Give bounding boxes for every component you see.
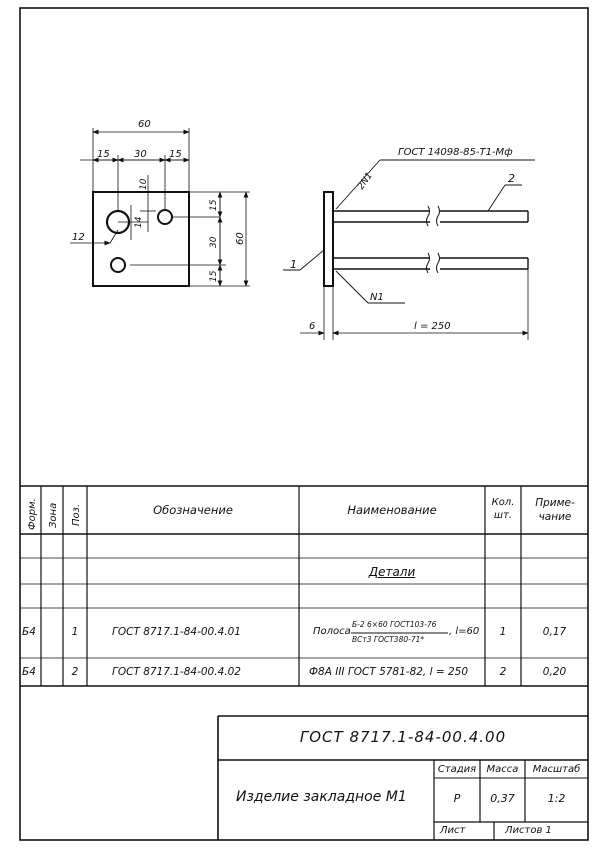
sheet-label: Лист bbox=[440, 825, 466, 836]
scale-value: 1:2 bbox=[547, 792, 566, 805]
dim-60-right: 60 bbox=[235, 232, 246, 245]
plate-dimensions bbox=[70, 128, 250, 287]
dim-length: l = 250 bbox=[414, 321, 451, 332]
document-code: ГОСТ 8717.1-84-00.4.00 bbox=[299, 728, 507, 746]
row1-name-denominator: ВСт3 ГОСТ380-71* bbox=[352, 635, 425, 644]
mass-label: Масса bbox=[486, 764, 519, 775]
dim-30-right-mid: 30 bbox=[209, 236, 219, 248]
spec-table-grid bbox=[20, 485, 588, 687]
stage-label: Стадия bbox=[437, 764, 477, 775]
sheets-label: Листов 1 bbox=[505, 825, 552, 836]
row1-pos: 1 bbox=[71, 626, 79, 638]
dim-10: 10 bbox=[139, 178, 149, 190]
header-designation: Обозначение bbox=[153, 503, 233, 517]
position-2-label: 2 bbox=[508, 172, 515, 185]
row2-qty: 2 bbox=[499, 666, 507, 678]
dim-14: 14 bbox=[134, 216, 144, 228]
side-view bbox=[283, 159, 535, 340]
header-pos: Поз. bbox=[71, 504, 82, 526]
product-name: Изделие закладное М1 bbox=[236, 789, 407, 805]
dim-15-right: 15 bbox=[169, 149, 182, 160]
header-qty: Кол. шт. bbox=[491, 497, 515, 521]
header-zone: Зона bbox=[48, 503, 59, 528]
row1-note: 0,17 bbox=[542, 626, 567, 638]
row1-name-prefix: Полоса bbox=[313, 626, 351, 637]
weld-label-bottom: N1 bbox=[370, 292, 384, 303]
dim-30-mid: 30 bbox=[134, 149, 147, 160]
mass-value: 0,37 bbox=[490, 792, 515, 805]
row1-format: Б4 bbox=[22, 626, 36, 638]
row2-note: 0,20 bbox=[542, 666, 567, 678]
section-title: Детали bbox=[368, 565, 416, 579]
dim-60-top: 60 bbox=[138, 119, 151, 130]
row1-name-suffix: , l=60 bbox=[449, 626, 480, 637]
row1-designation: ГОСТ 8717.1-84-00.4.01 bbox=[112, 626, 241, 638]
row1-qty: 1 bbox=[499, 626, 507, 638]
header-note: Приме-чание bbox=[535, 497, 575, 523]
title-block-grid bbox=[217, 715, 588, 840]
position-1-label: 1 bbox=[290, 258, 297, 271]
row2-format: Б4 bbox=[22, 666, 36, 678]
plate-front-view bbox=[92, 191, 220, 287]
sheet-frame bbox=[19, 7, 589, 841]
header-name: Наименование bbox=[347, 503, 436, 517]
stage-value: Р bbox=[453, 792, 461, 805]
weld-standard: ГОСТ 14098-85-Т1-Мф bbox=[398, 147, 513, 158]
dim-6: 6 bbox=[309, 321, 315, 332]
row2-name: Ф8А III ГОСТ 5781-82, l = 250 bbox=[309, 666, 469, 678]
row2-designation: ГОСТ 8717.1-84-00.4.02 bbox=[112, 666, 241, 678]
header-format: Форм. bbox=[27, 498, 38, 530]
dim-15-right-top: 15 bbox=[209, 199, 219, 211]
row1-name-numerator: Б-2 6×60 ГОСТ103-76 bbox=[352, 620, 437, 629]
dim-15-right-bot: 15 bbox=[209, 270, 219, 282]
scale-label: Масштаб bbox=[532, 764, 581, 775]
weld-label-top: 2N1 bbox=[356, 171, 375, 192]
dim-12: 12 bbox=[72, 232, 85, 243]
dim-15-left: 15 bbox=[97, 149, 110, 160]
row2-pos: 2 bbox=[71, 666, 79, 678]
